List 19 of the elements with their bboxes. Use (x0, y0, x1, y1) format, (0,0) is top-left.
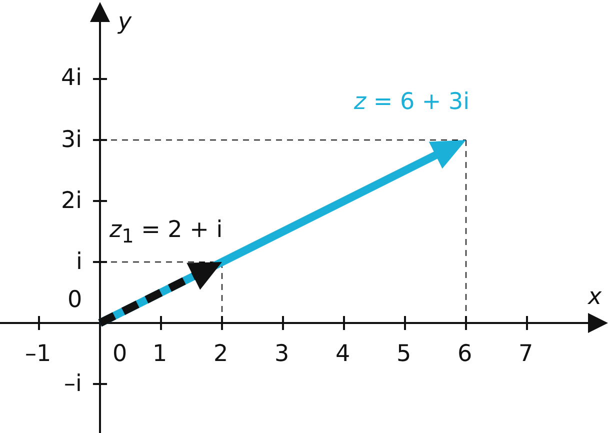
tick-label: i (76, 250, 82, 274)
tick-label: 6 (458, 342, 472, 366)
axis-label: x (588, 286, 602, 308)
tick-label: 5 (396, 342, 412, 366)
tick-label: 2i (61, 190, 82, 212)
tick-label: 3i (61, 128, 82, 152)
axis-label: y (118, 10, 132, 34)
tick-label: –i (64, 372, 82, 396)
tick-label: 0 (112, 342, 128, 366)
tick-label: 3 (274, 342, 290, 366)
tick-label: 4i (61, 66, 82, 90)
tick-label: 7 (518, 342, 534, 366)
tick-label: 0 (68, 288, 82, 312)
point-label: z = 6 + 3i (354, 90, 470, 114)
tick-label: 4 (336, 342, 350, 366)
tick-label: 2 (214, 342, 228, 366)
point-label: z$_{1}$ = 2 + i (110, 218, 223, 246)
tick-label: 1 (152, 342, 168, 366)
tick-label: –1 (25, 342, 52, 366)
